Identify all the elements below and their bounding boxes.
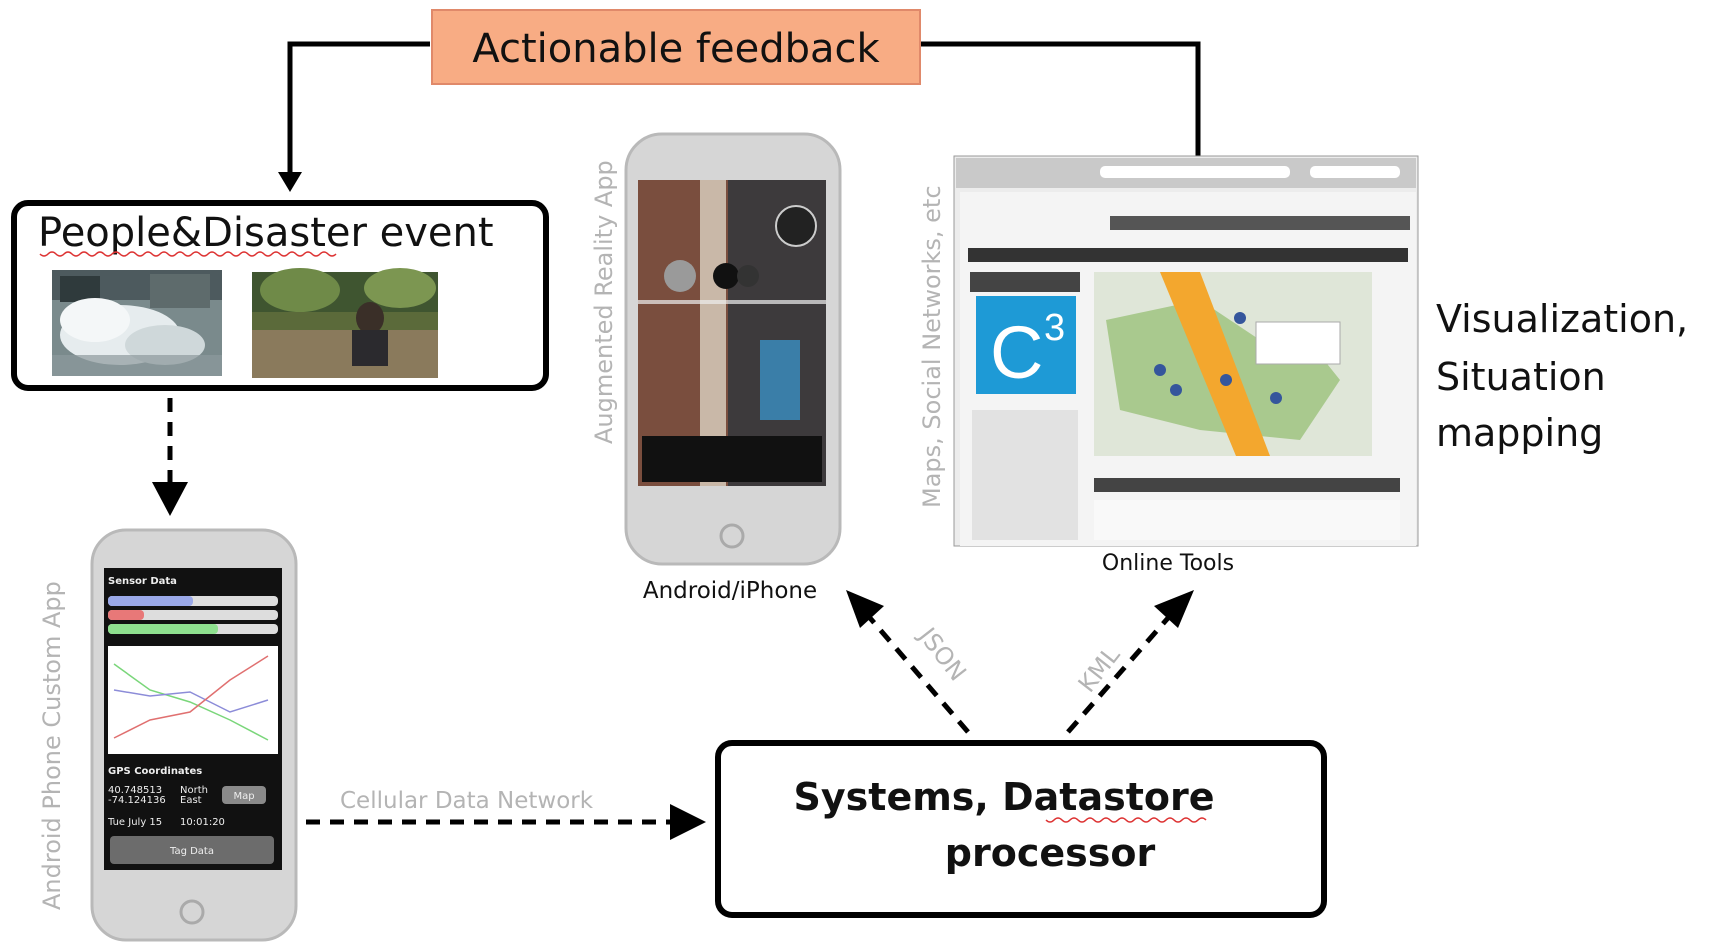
visualization-line2: Situation (1436, 355, 1606, 399)
feedback-loop: Actionable feedback (278, 9, 1210, 192)
people-event-title: People&Disaster event (38, 210, 494, 256)
custom-app-label: Android Phone Custom App (38, 581, 66, 910)
map-button[interactable] (222, 786, 266, 804)
c3-logo-letter: C (990, 311, 1043, 394)
tag-data-button[interactable] (110, 836, 274, 864)
visualization-line1: Visualization, (1436, 297, 1688, 341)
time-value: 10:01:20 (180, 817, 225, 828)
kml-arrow-head (1154, 590, 1194, 628)
systems-panel: Systems, Datastore processor (715, 740, 1327, 918)
gps-title: GPS Coordinates (108, 766, 202, 777)
systems-line2: processor (945, 831, 1156, 875)
kml-arrow (1066, 616, 1170, 734)
ar-phone-home-button (719, 523, 745, 549)
feedback-label: Actionable feedback (472, 26, 880, 72)
gps-lat: 40.748513 (108, 785, 162, 796)
ar-app-label: Augmented Reality App (590, 160, 618, 444)
feedback-arrow-left (287, 41, 430, 178)
map-button-label: Map (233, 791, 254, 802)
gps-lon: -74.124136 (108, 795, 166, 806)
feedback-box (431, 9, 921, 85)
cellular-label: Cellular Data Network (340, 788, 594, 814)
date-value: Tue July 15 (107, 817, 162, 828)
c3-logo (976, 296, 1076, 394)
person-photo (252, 268, 438, 378)
feedback-arrow-right (920, 41, 1201, 172)
ar-phone (624, 132, 842, 566)
custom-app-phone: Sensor Data GPS Coordinates 40.748513 -7… (90, 528, 298, 942)
people-spellcheck-underline (39, 251, 337, 257)
feedback-arrow-left-head (278, 172, 302, 192)
online-tools-label: Online Tools (1102, 551, 1234, 576)
systems-spellcheck-underline (1045, 817, 1207, 823)
maps-social-label: Maps, Social Networks, etc (918, 185, 946, 508)
custom-phone-home-button (179, 899, 205, 925)
tag-data-label: Tag Data (169, 846, 214, 857)
visualization-line3: mapping (1436, 411, 1603, 455)
c3-logo-sup: 3 (1044, 307, 1065, 349)
event-to-app-arrow-head (152, 482, 188, 516)
systems-line1: Systems, Datastore (794, 775, 1215, 819)
gps-north: North (180, 785, 208, 796)
flood-photo (52, 270, 222, 376)
android-iphone-label: Android/iPhone (643, 578, 817, 604)
sensor-data-title: Sensor Data (108, 576, 177, 587)
people-event-panel: People&Disaster event (11, 200, 549, 391)
json-arrow (868, 616, 970, 734)
json-arrow-head (846, 590, 884, 628)
cellular-arrow-head (670, 804, 706, 840)
kml-label: KML (1073, 641, 1126, 698)
systems-box (715, 740, 1327, 918)
gps-east: East (180, 795, 202, 806)
web-screenshot: C 3 (953, 155, 1419, 547)
